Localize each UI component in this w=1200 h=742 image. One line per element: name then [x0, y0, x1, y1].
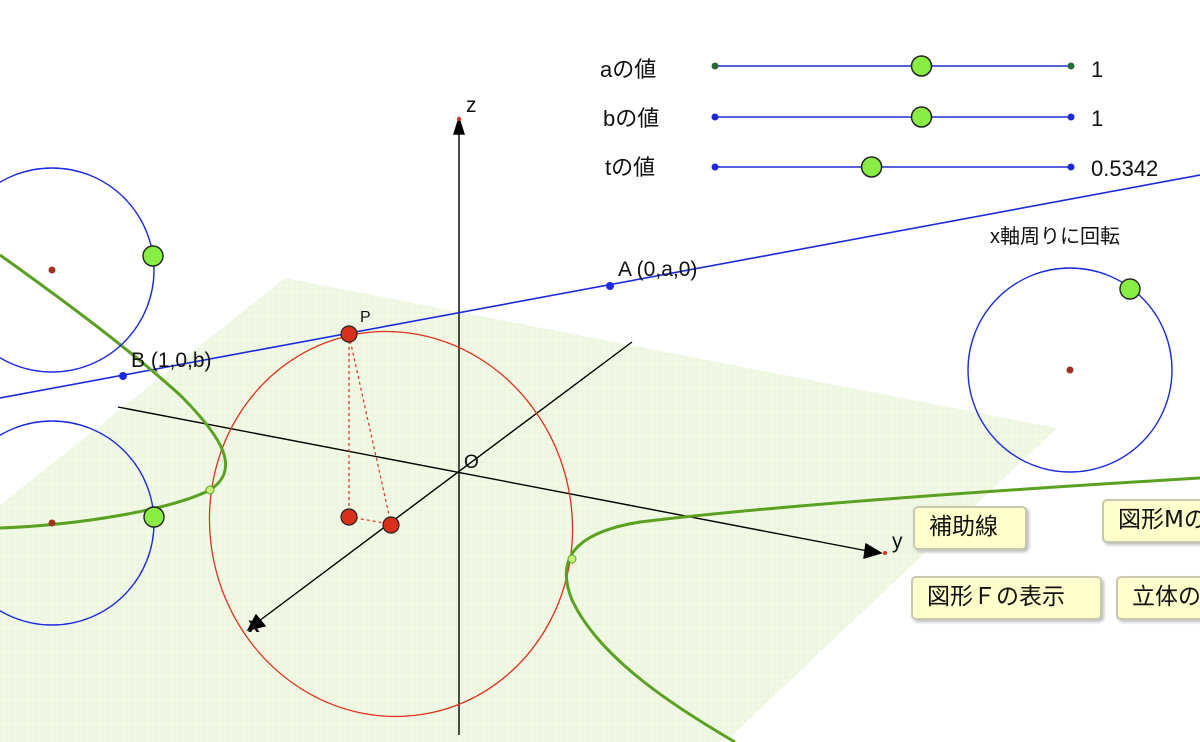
rotation-label: x軸周りに回転 [990, 225, 1120, 248]
point-a-label: A (0,a,0) [618, 258, 697, 281]
slider-b[interactable]: bの値 1 [603, 106, 1103, 131]
slider-b-end [1067, 113, 1075, 121]
point-p-label: P [360, 309, 371, 326]
y-axis [117, 406, 874, 553]
figure-m-button[interactable]: 図形Mの [1102, 499, 1200, 543]
slider-a[interactable]: aの値 1 [600, 55, 1103, 82]
axes [117, 115, 883, 735]
slider-t-end [1067, 163, 1075, 171]
point-a[interactable] [606, 282, 614, 290]
left-upper-circle [0, 167, 155, 373]
point-p[interactable] [340, 325, 358, 343]
left-lower-circle-handle[interactable] [143, 506, 165, 528]
solid-button[interactable]: 立体の [1116, 576, 1200, 620]
slider-t-label: tの値 [605, 155, 655, 180]
slider-b-label: bの値 [603, 106, 659, 131]
x-axis-arrow-icon [246, 613, 267, 632]
y-axis-arrow-icon [863, 542, 883, 559]
rotation-circle-center [1066, 366, 1074, 374]
point-p-axis-foot[interactable] [382, 516, 400, 534]
hyperbola-left-branch [0, 253, 228, 530]
x-axis-label: x [248, 614, 260, 637]
point-p-projection[interactable] [340, 508, 358, 526]
intersection-left [205, 485, 215, 495]
slider-t-start [711, 163, 719, 171]
left-upper-circle-handle[interactable] [142, 245, 164, 267]
slider-a-label: aの値 [600, 57, 656, 82]
slider-t-value: 0.5342 [1091, 156, 1158, 181]
aux-lines-button[interactable]: 補助線 [913, 506, 1027, 550]
y-axis-end-point [883, 551, 887, 555]
z-axis-arrow-icon [453, 115, 465, 135]
line-ab [0, 174, 1200, 399]
rotation-circle [967, 267, 1173, 473]
x-axis [254, 341, 633, 625]
point-b[interactable] [119, 372, 127, 380]
slider-handle-icon[interactable] [860, 156, 883, 178]
slider-b-start [711, 113, 719, 121]
left-lower-circle-center [48, 519, 56, 527]
hyperbola-right-branch [564, 476, 1200, 742]
origin-label: O [464, 452, 479, 473]
slider-t[interactable]: tの値 0.5342 [605, 155, 1158, 181]
point-b-label: B (1,0,b) [131, 349, 212, 372]
intersection-right [567, 554, 577, 564]
left-upper-circle-center [48, 266, 56, 274]
z-axis-end-point [457, 117, 461, 121]
slider-handle-icon[interactable] [910, 106, 933, 128]
z-axis-label: z [466, 94, 477, 117]
rotation-handle[interactable] [1119, 278, 1141, 300]
slider-b-value: 1 [1091, 106, 1103, 131]
slider-a-end [1067, 62, 1075, 70]
y-axis-label: y [892, 530, 903, 553]
show-figure-f-button[interactable]: 図形Ｆの表示 [911, 576, 1102, 620]
slider-a-start [711, 62, 719, 70]
slider-handle-icon[interactable] [910, 55, 933, 77]
slider-a-value: 1 [1091, 57, 1103, 82]
